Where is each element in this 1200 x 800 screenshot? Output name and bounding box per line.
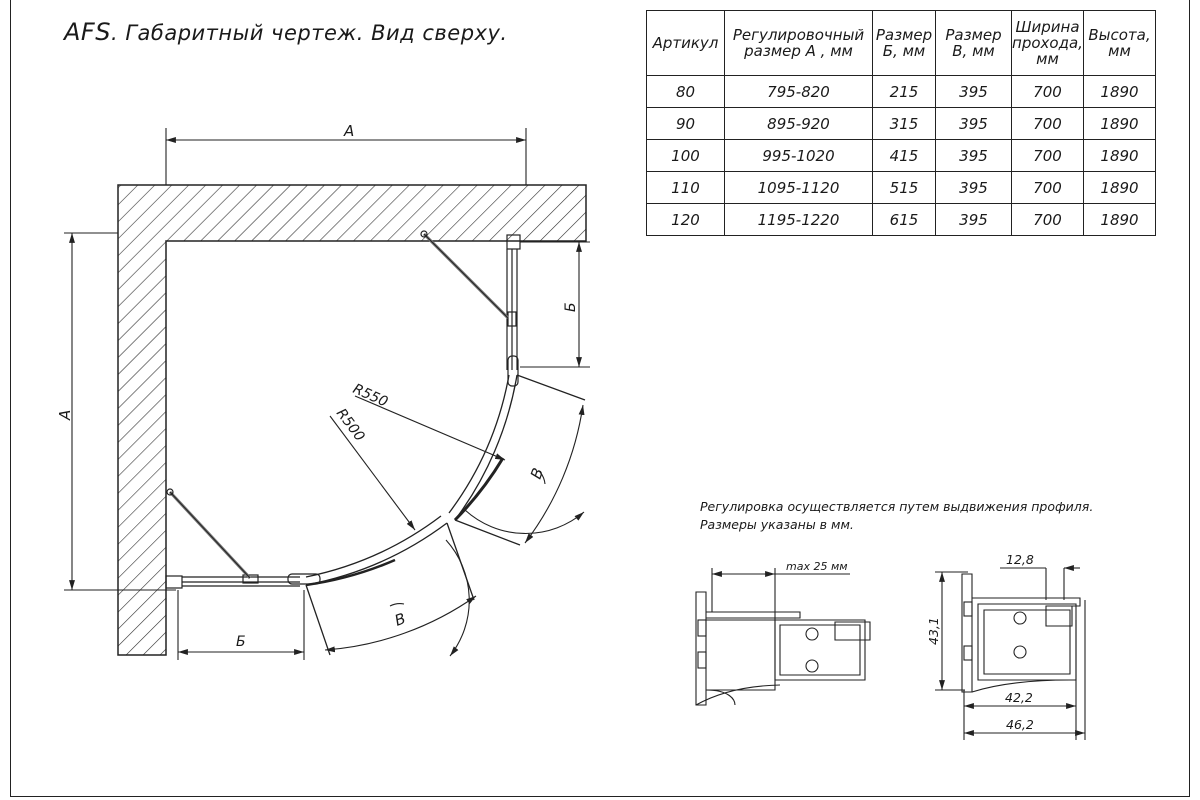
table-cell: 700	[1011, 75, 1084, 108]
table-cell: 395	[935, 171, 1012, 204]
table-cell: 1890	[1083, 171, 1156, 204]
title-text: . Габаритный чертеж. Вид сверху.	[110, 21, 508, 45]
radius-lines	[329, 395, 506, 531]
table-cell: 1195-1220	[724, 203, 873, 236]
right-panel	[420, 230, 521, 387]
table-header-line: мм	[1036, 50, 1059, 68]
label-max: max 25 мм	[786, 560, 848, 573]
note-line-1: Регулировка осуществляется путем выдвиже…	[700, 499, 1094, 514]
label-b-right: Б	[563, 302, 579, 312]
table-cell: 1095-1120	[724, 171, 873, 204]
label-12-8: 12,8	[1006, 552, 1034, 567]
title-model: AFS	[64, 18, 111, 46]
table-cell: 700	[1011, 139, 1084, 172]
dimension-v-bottom	[324, 539, 477, 657]
table-header-line: Размер	[875, 26, 933, 44]
label-r550: R550	[350, 381, 390, 410]
dimension-a-top	[165, 128, 527, 185]
label-r500: R500	[333, 406, 368, 445]
label-b-bottom: Б	[236, 634, 246, 650]
table-cell: 615	[872, 203, 936, 236]
label-v-right: В	[527, 466, 547, 482]
table-header-line: размер A , мм	[744, 42, 853, 60]
table-cell: 90	[646, 107, 725, 140]
table-header-line: Размер	[945, 26, 1002, 44]
label-v-bottom: В	[392, 609, 408, 629]
dimension-b-bottom	[177, 590, 305, 660]
table-cell: 700	[1011, 107, 1084, 140]
table-cell: 515	[872, 171, 936, 204]
table-cell: 1890	[1083, 139, 1156, 172]
drawing-title: AFS. Габаритный чертеж. Вид сверху.	[64, 18, 508, 46]
sheet-frame	[10, 0, 1190, 797]
table-cell: 315	[872, 107, 936, 140]
table-header-line: прохода,	[1012, 34, 1083, 52]
table-cell: 395	[935, 203, 1012, 236]
table-cell: 1890	[1083, 107, 1156, 140]
bottom-panel	[165, 488, 321, 589]
dimension-v-right	[464, 404, 585, 544]
table-cell: 215	[872, 75, 936, 108]
table-header-cell: Артикул	[646, 10, 725, 76]
dimension-b-right	[520, 241, 590, 368]
table-cell: 1890	[1083, 203, 1156, 236]
table-header-line: Ширина	[1015, 18, 1080, 36]
table-cell: 395	[935, 107, 1012, 140]
table-header-line: В, мм	[952, 42, 995, 60]
dimension-a-left	[64, 232, 176, 591]
table-cell: 700	[1011, 203, 1084, 236]
table-header-line: Артикул	[652, 34, 719, 52]
table-cell: 395	[935, 75, 1012, 108]
table-cell: 895-920	[724, 107, 873, 140]
label-a-top: A	[343, 122, 354, 140]
table-header-cell: Высота,мм	[1083, 10, 1156, 76]
adjustment-note: Регулировка осуществляется путем выдвиже…	[700, 498, 1093, 534]
profile-section-max	[695, 568, 871, 706]
label-46-2: 46,2	[1006, 717, 1034, 732]
wall-hatch	[117, 184, 587, 656]
table-header-line: Б, мм	[882, 42, 926, 60]
note-line-2: Размеры указаны в мм.	[700, 517, 854, 532]
table-header-line: Регулировочный	[732, 26, 865, 44]
table-header-line: Высота,	[1088, 26, 1151, 44]
label-43-1: 43,1	[926, 617, 941, 645]
table-header-line: мм	[1108, 42, 1131, 60]
table-cell: 100	[646, 139, 725, 172]
profile-section-size	[935, 565, 1086, 740]
label-42-2: 42,2	[1005, 690, 1033, 705]
label-a-left: A	[56, 410, 74, 421]
